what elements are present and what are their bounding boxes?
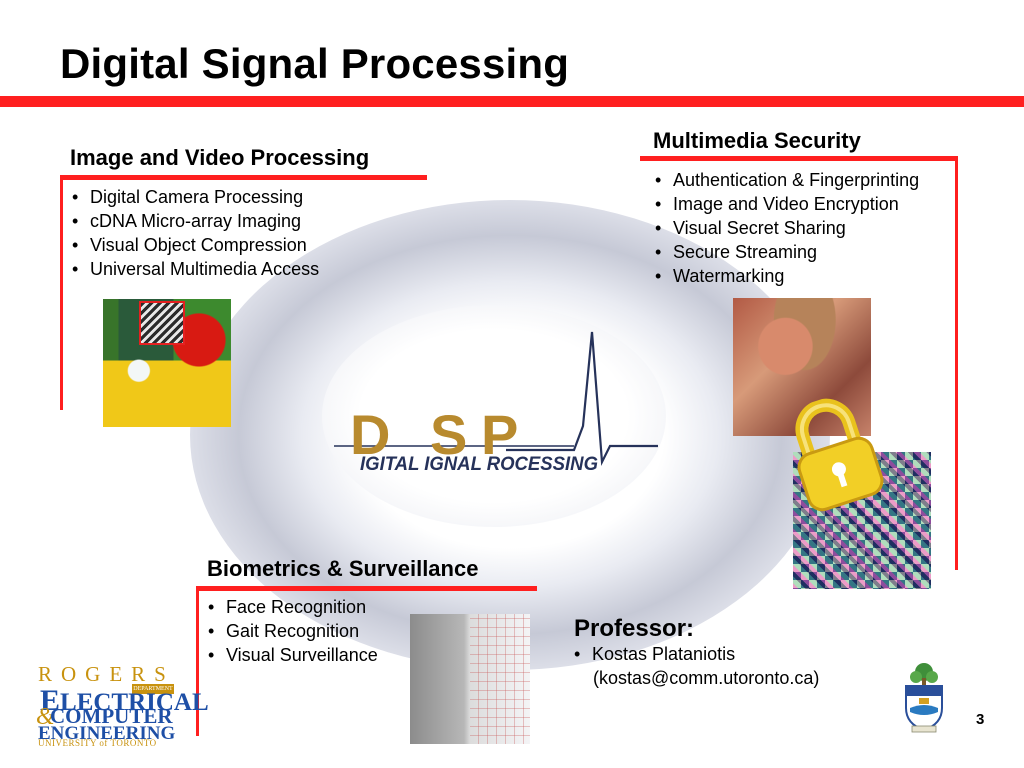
dsp-letter-d: D [350, 403, 390, 466]
slide-title: Digital Signal Processing [60, 40, 570, 87]
multimedia-security-list: Authentication & Fingerprinting Image an… [655, 168, 919, 288]
zoom-box [139, 301, 185, 345]
list-item: Secure Streaming [655, 240, 919, 264]
list-item: Visual Secret Sharing [655, 216, 919, 240]
image-video-list: Digital Camera Processing cDNA Micro-arr… [72, 185, 319, 281]
ece-logo-rogers: ROGERS [38, 662, 175, 686]
professor-list: Kostas Plataniotis [574, 642, 735, 666]
professor-email: (kostas@comm.utoronto.ca) [593, 668, 820, 688]
biometrics-list: Face Recognition Gait Recognition Visual… [208, 595, 378, 667]
ece-logo-electrical: ELECTRICAL [40, 684, 209, 717]
list-item: Watermarking [655, 264, 919, 288]
list-item: Digital Camera Processing [72, 185, 319, 209]
ece-logo-university: UNIVERSITY of TORONTO [38, 738, 157, 748]
list-item: Visual Object Compression [72, 233, 319, 257]
page-number: 3 [976, 711, 985, 728]
ece-logo-ampersand: & [36, 704, 55, 730]
ece-logo-computer: COMPUTER [50, 704, 173, 728]
dsp-letter-s: S [430, 403, 467, 466]
biometrics-side-rule [196, 586, 199, 736]
list-item: Face Recognition [208, 595, 378, 619]
title-rule [0, 96, 1024, 107]
ece-logo-department: DEPARTMENT OF [132, 684, 174, 694]
multimedia-security-heading: Multimedia Security [653, 128, 861, 153]
multimedia-security-rule [640, 156, 958, 161]
image-video-rule [60, 175, 427, 180]
image-video-side-rule [60, 175, 63, 410]
biometrics-rule [196, 586, 537, 591]
professor-heading: Professor: [574, 615, 695, 642]
image-video-heading: Image and Video Processing [70, 145, 370, 170]
ece-logo: ROGERS DEPARTMENT OF ELECTRICAL & COMPUT… [36, 662, 209, 748]
list-item: Gait Recognition [208, 619, 378, 643]
university-crest-icon [905, 663, 943, 733]
list-item: Visual Surveillance [208, 643, 378, 667]
dsp-wordmark: IGITAL IGNAL ROCESSING [360, 454, 598, 475]
list-item: Image and Video Encryption [655, 192, 919, 216]
list-item: Universal Multimedia Access [72, 257, 319, 281]
face-mesh-overlay [470, 614, 530, 744]
list-item: cDNA Micro-array Imaging [72, 209, 319, 233]
professor-name: Kostas Plataniotis [574, 642, 735, 666]
padlock-icon [795, 398, 884, 512]
face-recognition-image [410, 614, 530, 744]
dsp-letter-p: P [481, 403, 518, 466]
dsp-logo-oval [322, 305, 666, 527]
ece-logo-engineering: ENGINEERING [38, 723, 176, 744]
biometrics-heading: Biometrics & Surveillance [207, 556, 479, 581]
ecg-waveform-icon [506, 331, 658, 467]
multimedia-security-side-rule [955, 156, 958, 570]
list-item: Authentication & Fingerprinting [655, 168, 919, 192]
dsp-logo: D S P IGITAL IGNAL ROCESSING [334, 331, 658, 475]
parrot-image [103, 299, 231, 427]
